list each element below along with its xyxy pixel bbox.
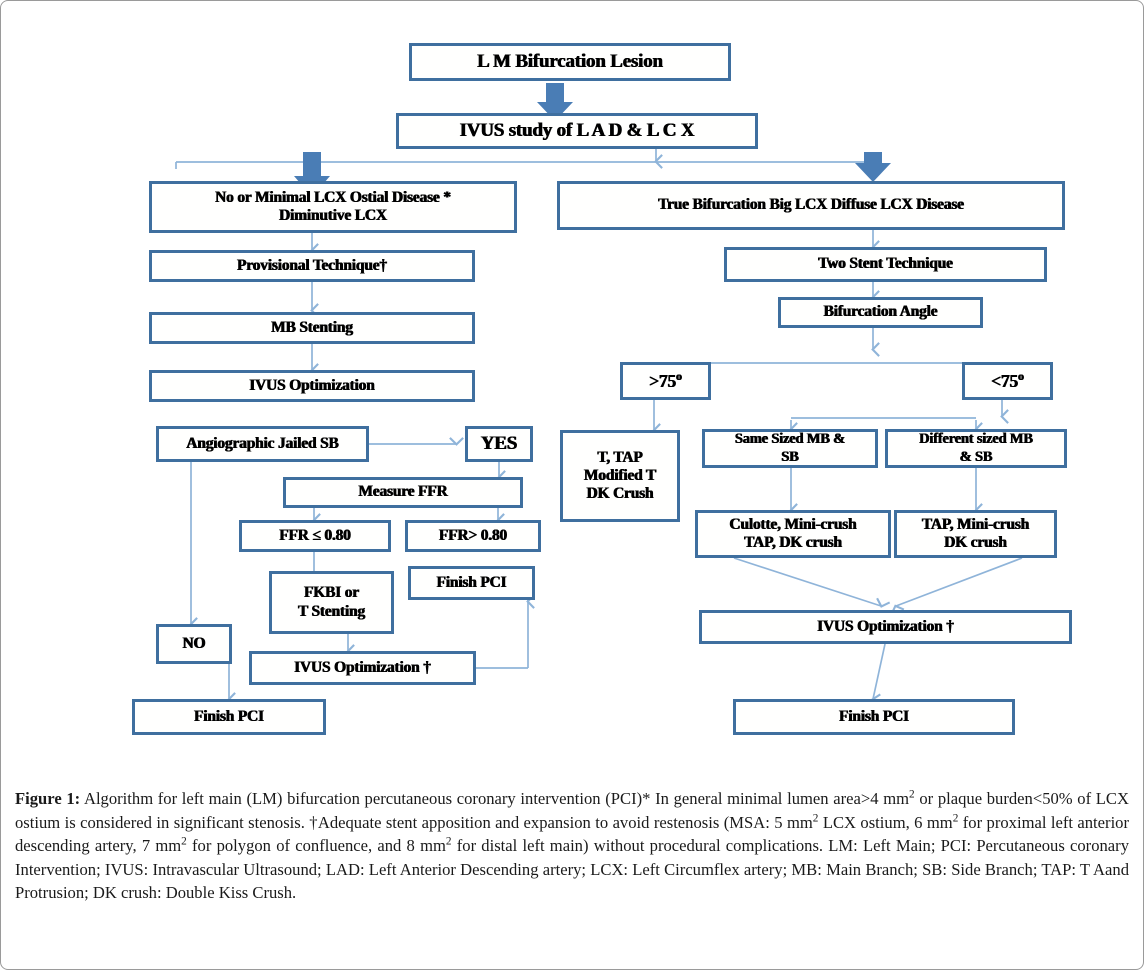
node-tap-mini-crush[interactable]: TAP, Mini-crush DK crush: [894, 510, 1057, 558]
caption-sup-2: 2: [812, 812, 819, 825]
node-label: Finish PCI: [436, 573, 507, 591]
node-label: FKBI or T Stenting: [297, 584, 366, 620]
node-two-stent-technique[interactable]: Two Stent Technique: [724, 247, 1047, 282]
node-mb-stenting[interactable]: MB Stenting: [149, 312, 475, 344]
caption-text-4: for proximal left anterior descending ar…: [15, 812, 1129, 856]
node-different-sized-mb-sb[interactable]: Different sized MB & SB: [885, 429, 1067, 468]
node-ffr-le-080[interactable]: FFR ≤ 0.80: [239, 520, 391, 552]
node-ivus-optimization-dagger-left[interactable]: IVUS Optimization †: [249, 651, 476, 685]
node-label: Different sized MB & SB: [919, 431, 1033, 465]
node-label: IVUS study of L A D & L C X: [459, 119, 695, 141]
node-label: TAP, Mini-crush DK crush: [921, 515, 1030, 551]
node-culotte-mini-crush[interactable]: Culotte, Mini-crush TAP, DK crush: [695, 510, 891, 558]
node-label: Measure FFR: [358, 483, 448, 501]
caption-sup-5: 2: [445, 835, 452, 848]
caption-text-2: or plaque burden<50% of LCX ostium is co…: [15, 789, 1129, 832]
node-label: IVUS Optimization: [249, 376, 375, 394]
node-label: FFR> 0.80: [438, 526, 508, 544]
node-label: Finish PCI: [194, 707, 264, 725]
node-label: L M Bifurcation Lesion: [477, 50, 663, 72]
node-label: MB Stenting: [271, 318, 353, 336]
caption-text-5: for polygon of confluence, and 8 mm: [186, 836, 446, 856]
node-ivus-optimization-dagger-right[interactable]: IVUS Optimization †: [699, 610, 1072, 644]
node-label: No or Minimal LCX Ostial Disease * Dimin…: [215, 188, 451, 224]
node-label: YES: [480, 432, 518, 454]
node-angle-gt-75[interactable]: >75o: [620, 362, 711, 400]
node-label: <75o: [991, 368, 1024, 391]
caption-sup-3: 2: [952, 812, 959, 825]
node-label: Angiographic Jailed SB: [186, 434, 339, 452]
node-lm-bifurcation-lesion[interactable]: L M Bifurcation Lesion: [409, 43, 731, 81]
node-yes[interactable]: YES: [465, 426, 533, 462]
node-no[interactable]: NO: [156, 624, 232, 664]
node-label: Same Sized MB & SB: [734, 431, 846, 465]
node-fkbi-or-t-stenting[interactable]: FKBI or T Stenting: [269, 571, 394, 634]
caption-text-3: LCX ostium, 6 mm: [818, 812, 953, 832]
node-bifurcation-angle[interactable]: Bifurcation Angle: [778, 297, 983, 328]
node-angle-lt-75[interactable]: <75o: [962, 362, 1053, 400]
caption-text-1: Algorithm for left main (LM) bifurcation…: [80, 789, 910, 808]
node-label: T, TAP Modified T DK Crush: [583, 448, 657, 503]
node-label: Culotte, Mini-crush TAP, DK crush: [729, 515, 857, 551]
node-provisional-technique[interactable]: Provisional Technique†: [149, 250, 475, 282]
node-label: IVUS Optimization †: [817, 617, 954, 635]
figure-caption: Figure 1: Algorithm for left main (LM) b…: [15, 787, 1129, 905]
node-no-or-minimal-lcx[interactable]: No or Minimal LCX Ostial Disease * Dimin…: [149, 181, 517, 233]
node-label: FFR ≤ 0.80: [279, 526, 351, 544]
node-angiographic-jailed-sb[interactable]: Angiographic Jailed SB: [156, 426, 369, 462]
node-ffr-gt-080[interactable]: FFR> 0.80: [405, 520, 541, 552]
node-label: Finish PCI: [839, 707, 909, 725]
node-t-tap-modified-t-dk-crush[interactable]: T, TAP Modified T DK Crush: [560, 430, 680, 522]
node-label: True Bifurcation Big LCX Diffuse LCX Dis…: [658, 196, 964, 214]
caption-label: Figure 1:: [15, 789, 81, 808]
flowchart-figure: L M Bifurcation Lesion IVUS study of L A…: [1, 1, 1143, 761]
node-label: IVUS Optimization †: [294, 658, 431, 676]
node-label: Two Stent Technique: [818, 255, 953, 273]
caption-sup-1: 2: [909, 788, 915, 801]
node-true-bifurcation[interactable]: True Bifurcation Big LCX Diffuse LCX Dis…: [557, 181, 1065, 230]
node-label: Provisional Technique†: [237, 256, 387, 274]
node-ivus-optimization-left[interactable]: IVUS Optimization: [149, 370, 475, 402]
node-label: >75o: [649, 368, 682, 391]
node-ivus-study[interactable]: IVUS study of L A D & L C X: [396, 113, 758, 149]
node-finish-pci-left[interactable]: Finish PCI: [132, 699, 326, 735]
caption-sup-4: 2: [181, 835, 187, 848]
node-finish-pci-right[interactable]: Finish PCI: [733, 699, 1015, 735]
node-same-sized-mb-sb[interactable]: Same Sized MB & SB: [702, 429, 878, 468]
node-measure-ffr[interactable]: Measure FFR: [283, 477, 523, 508]
node-label: Bifurcation Angle: [823, 303, 938, 321]
node-label: NO: [182, 634, 206, 652]
caption-text-6: for distal left main) without procedural…: [15, 836, 1129, 903]
node-finish-pci-mid[interactable]: Finish PCI: [408, 566, 535, 600]
